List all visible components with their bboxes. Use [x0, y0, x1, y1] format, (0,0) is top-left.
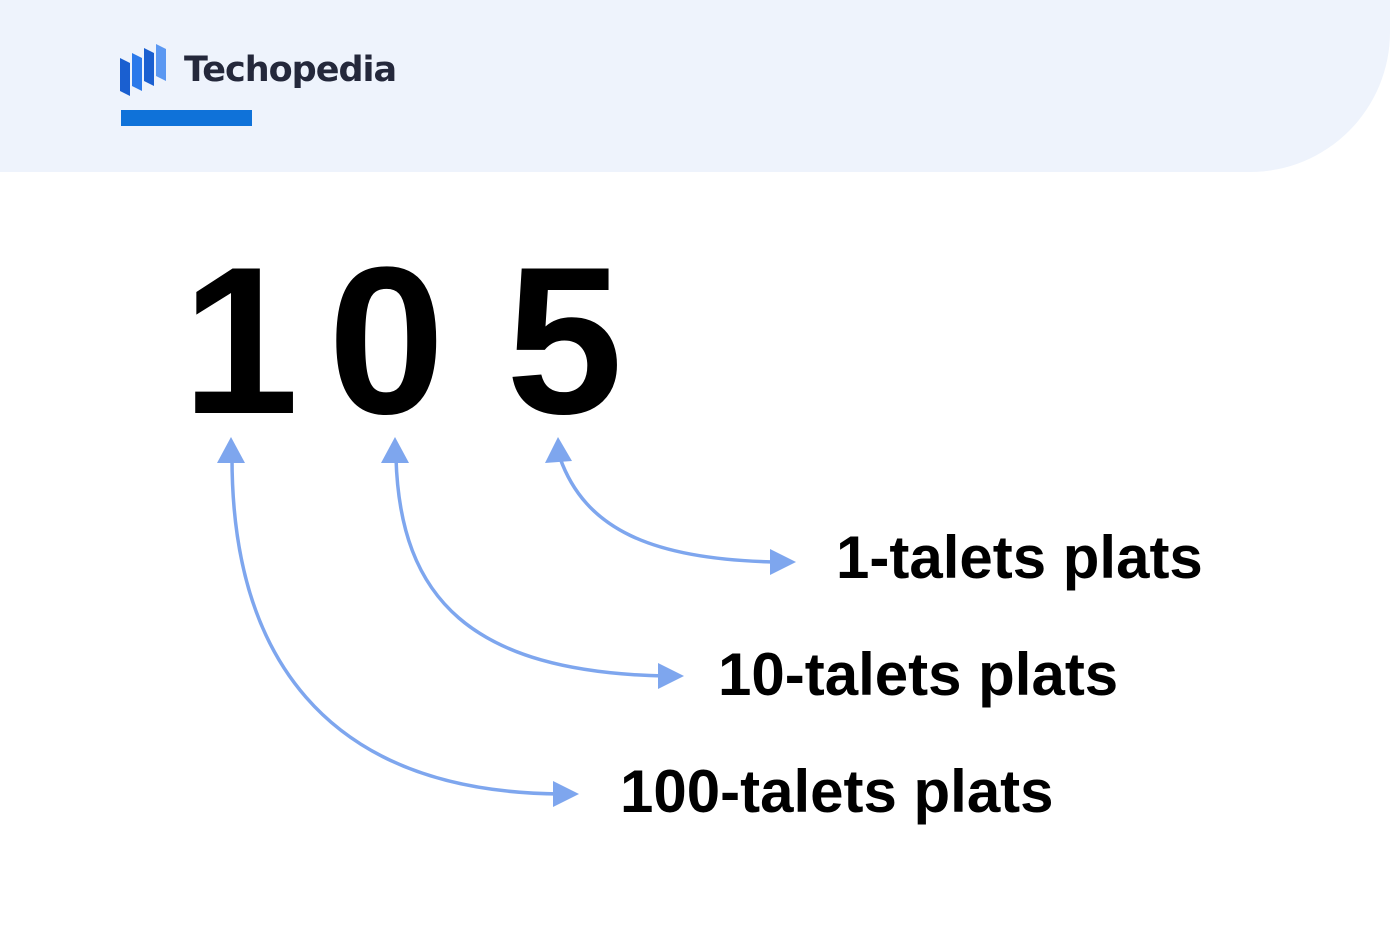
- arrowhead-hundreds-right: [553, 781, 579, 807]
- arrowhead-ones-up: [545, 437, 572, 463]
- arrow-hundreds: [230, 456, 562, 796]
- arrowhead-tens-up: [381, 437, 409, 463]
- brand-logo[interactable]: Techopedia: [120, 44, 397, 96]
- label-tens-place: 10-talets plats: [718, 641, 1119, 708]
- brand-name: Techopedia: [184, 49, 397, 90]
- arrow-tens: [394, 456, 667, 678]
- arrowhead-hundreds-up: [217, 437, 245, 463]
- digit-tens: 0: [328, 223, 445, 458]
- brand-underline: [121, 110, 252, 126]
- label-hundreds-place: 100-talets plats: [620, 758, 1054, 825]
- digit-ones: 5: [506, 223, 623, 458]
- arrowhead-ones-right: [770, 549, 796, 575]
- label-ones-place: 1-talets plats: [836, 524, 1203, 591]
- arrowhead-tens-right: [658, 663, 684, 689]
- techopedia-logo-icon: [120, 44, 166, 96]
- digit-hundreds: 1: [182, 223, 299, 458]
- arrow-ones: [558, 456, 780, 564]
- header-band: [0, 0, 1390, 172]
